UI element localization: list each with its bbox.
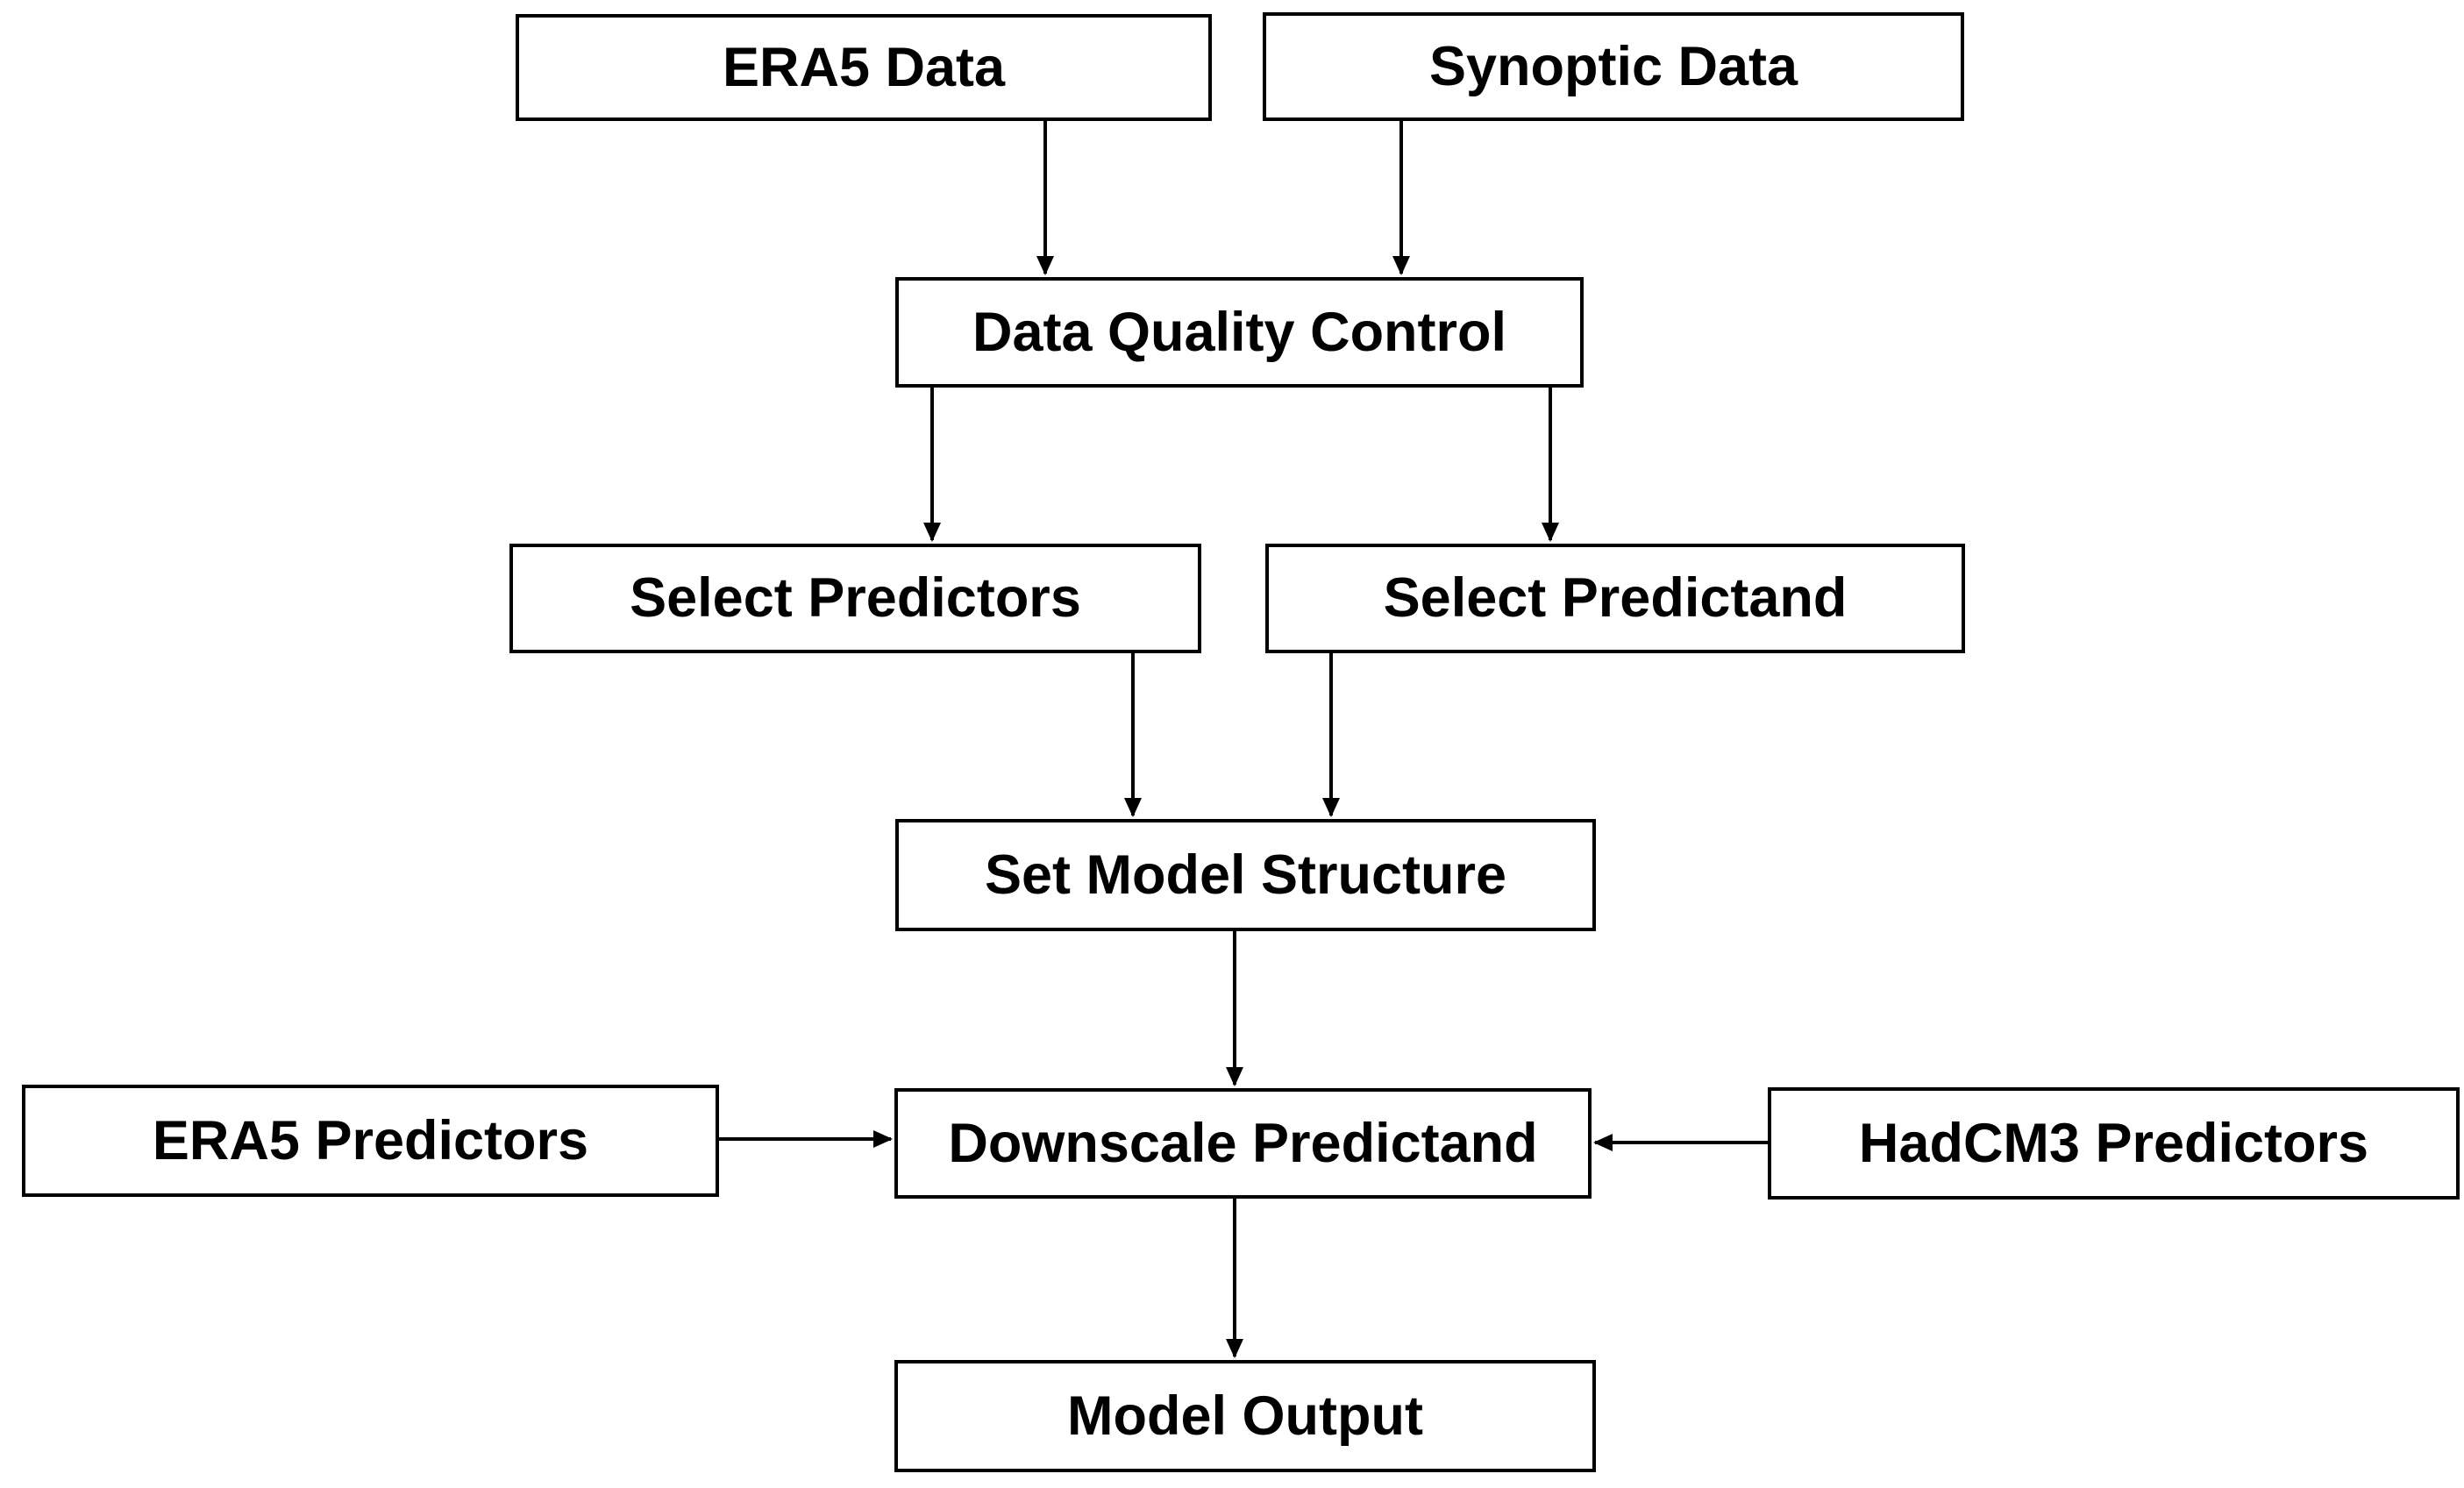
node-set-model-structure-label: Set Model Structure (984, 844, 1507, 906)
node-select-predictand: Select Predictand (1265, 544, 1965, 653)
node-model-output: Model Output (894, 1360, 1596, 1472)
node-synoptic-data-label: Synoptic Data (1428, 35, 1798, 97)
node-hadcm3-predictors-label: HadCM3 Predictors (1858, 1112, 2369, 1174)
node-set-model-structure: Set Model Structure (895, 819, 1596, 931)
node-era5-predictors-label: ERA5 Predictors (152, 1109, 589, 1171)
node-model-output-label: Model Output (1067, 1385, 1423, 1447)
node-synoptic-data: Synoptic Data (1263, 12, 1964, 121)
node-downscale-predictand: Downscale Predictand (894, 1088, 1592, 1199)
node-select-predictand-label: Select Predictand (1383, 567, 1848, 629)
node-data-quality-control-label: Data Quality Control (972, 301, 1507, 363)
node-era5-predictors: ERA5 Predictors (22, 1085, 719, 1197)
node-select-predictors-label: Select Predictors (630, 567, 1081, 629)
node-select-predictors: Select Predictors (509, 544, 1201, 653)
node-downscale-predictand-label: Downscale Predictand (948, 1112, 1538, 1174)
node-data-quality-control: Data Quality Control (895, 277, 1584, 388)
node-era5-data: ERA5 Data (516, 14, 1212, 121)
node-hadcm3-predictors: HadCM3 Predictors (1768, 1087, 2460, 1200)
node-era5-data-label: ERA5 Data (722, 36, 1006, 98)
